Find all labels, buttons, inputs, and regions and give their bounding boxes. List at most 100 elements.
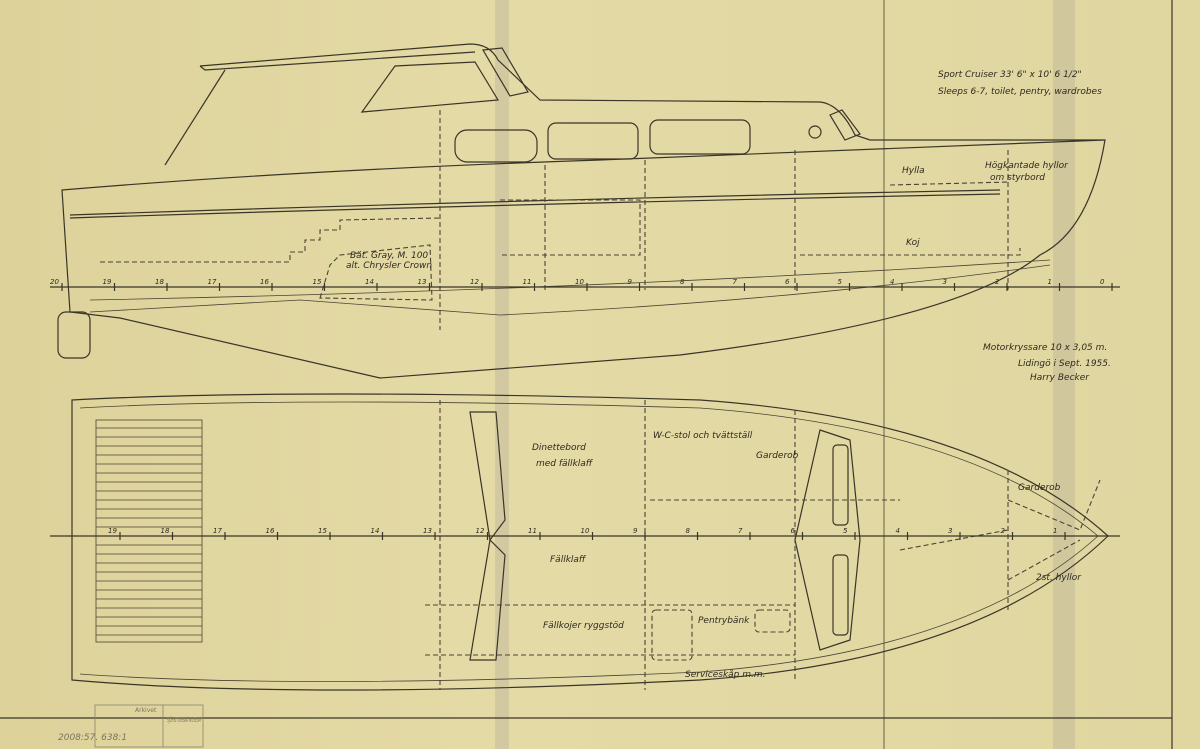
label-hogkantade-hyllor: Högkantade hyllor xyxy=(985,161,1069,171)
label-engine-2: alt. Chrysler Crown xyxy=(346,261,432,271)
station-label: 13 xyxy=(418,278,427,286)
station-label: 11 xyxy=(528,527,537,535)
label-med-fallklaff: med fällklaff xyxy=(536,459,594,469)
station-label: 16 xyxy=(260,278,269,286)
forward-window xyxy=(829,109,861,141)
station-label: 7 xyxy=(733,278,738,286)
label-pentrybank: Pentrybänk xyxy=(698,616,750,626)
cockpit-sole-grating xyxy=(95,419,203,643)
station-label: 6 xyxy=(791,527,796,535)
station-label: 0 xyxy=(1100,278,1105,286)
side-window xyxy=(360,61,500,113)
label-engine-1: Bät. Gray, M. 100 xyxy=(350,251,428,261)
stamp-archive: Arkivet xyxy=(135,707,157,714)
station-label: 6 xyxy=(785,278,790,286)
berth-outline xyxy=(425,604,795,656)
porthole-round xyxy=(808,125,822,139)
station-label: 19 xyxy=(103,278,112,286)
forward-hatch xyxy=(794,429,861,651)
windscreen xyxy=(164,69,226,166)
station-label: 5 xyxy=(843,527,848,535)
station-label: 4 xyxy=(896,527,900,535)
title-block-place-date: Lidingö i Sept. 1955. xyxy=(1018,359,1111,369)
porthole-window xyxy=(454,129,538,163)
station-label: 1 xyxy=(1048,278,1052,286)
station-label: 14 xyxy=(371,527,380,535)
label-hylla: Hylla xyxy=(902,166,925,176)
title-block-name: Motorkryssare 10 x 3,05 m. xyxy=(983,343,1107,353)
station-label: 14 xyxy=(365,278,374,286)
station-label: 15 xyxy=(313,278,322,286)
label-dinettebord: Dinettebord xyxy=(532,443,586,453)
label-garderob: Garderob xyxy=(756,451,799,461)
station-label: 17 xyxy=(213,527,222,535)
label-garderob-fore: Garderob xyxy=(1018,483,1061,493)
station-label: 19 xyxy=(108,527,117,535)
pentry-box xyxy=(651,609,693,661)
pentry-box xyxy=(754,609,791,633)
cockpit-floor xyxy=(100,217,441,263)
label-fallkojer: Fällkojer ryggstöd xyxy=(543,621,624,631)
station-label: 2 xyxy=(995,278,1000,286)
station-label: 10 xyxy=(575,278,584,286)
fold-shadow xyxy=(1053,0,1075,749)
label-om-styrbord: om styrbord xyxy=(990,173,1045,183)
station-label: 8 xyxy=(686,527,691,535)
station-label: 12 xyxy=(476,527,485,535)
shelf-outline xyxy=(889,181,1011,186)
porthole-window xyxy=(649,119,751,155)
chine-line xyxy=(89,259,1051,301)
deck-outline xyxy=(71,393,1109,691)
hatch-window xyxy=(832,444,849,526)
station-label: 4 xyxy=(890,278,894,286)
station-label: 3 xyxy=(948,527,952,535)
title-block-signature: Harry Becker xyxy=(1030,373,1090,383)
windscreen-plan xyxy=(469,411,506,542)
station-label: 9 xyxy=(633,527,638,535)
label-fallklaff: Fällklaff xyxy=(550,555,587,565)
station-label: 8 xyxy=(680,278,685,286)
porthole-window xyxy=(547,122,639,160)
station-label: 18 xyxy=(161,527,170,535)
station-label: 16 xyxy=(266,527,275,535)
archive-stamp: SJÖHISTORISKA MUSEUM Arkivet 2008:57. 63… xyxy=(58,704,204,748)
station-label: 20 xyxy=(50,278,59,286)
label-wc: W-C-stol och tvättställ xyxy=(653,431,753,441)
wc-outline xyxy=(650,499,1009,551)
windscreen-plan xyxy=(469,538,506,661)
stamp-number: 2008:57. 638:1 xyxy=(58,733,127,743)
station-label: 15 xyxy=(318,527,327,535)
station-label: 18 xyxy=(155,278,164,286)
rubbing-strake xyxy=(69,193,1001,219)
aft-window xyxy=(482,47,529,97)
drawing-subtitle: Sleeps 6-7, toilet, pentry, wardrobes xyxy=(938,87,1102,97)
stamp-museum: SJÖHISTORISKA MUSEUM xyxy=(167,717,201,724)
station-label: 11 xyxy=(523,278,532,286)
station-label: 13 xyxy=(423,527,432,535)
keel-line xyxy=(89,264,1051,316)
rudder xyxy=(57,311,91,359)
label-koj: Koj xyxy=(906,238,920,248)
drawing-title: Sport Cruiser 33' 6" x 10' 6 1/2" xyxy=(938,70,1082,80)
label-serviceskap: Serviceskåp m.m. xyxy=(685,669,766,680)
engine-outline xyxy=(319,244,433,301)
station-label: 10 xyxy=(581,527,590,535)
station-label: 17 xyxy=(208,278,217,286)
hull-profile-outline xyxy=(61,43,1106,379)
dinette-outline xyxy=(500,199,641,256)
station-label: 2 xyxy=(1001,527,1006,535)
station-label: 12 xyxy=(470,278,479,286)
fold-shadow xyxy=(495,0,509,749)
station-label: 9 xyxy=(628,278,633,286)
station-label: 5 xyxy=(838,278,843,286)
forepeak-shelves xyxy=(1007,479,1101,581)
berth-outline xyxy=(800,248,1021,256)
station-label: 7 xyxy=(738,527,743,535)
rubbing-strake xyxy=(69,189,1001,216)
